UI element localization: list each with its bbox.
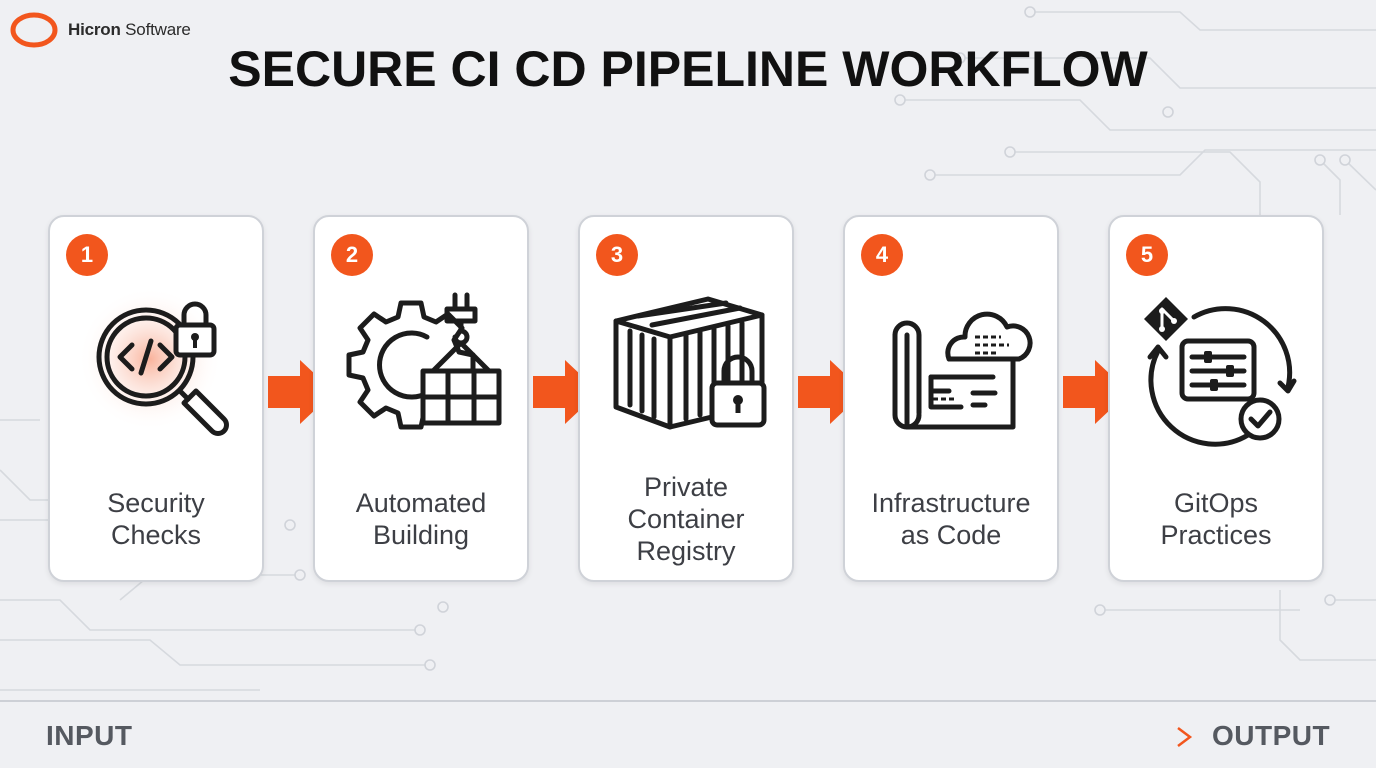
- flow-end-label: OUTPUT: [1212, 720, 1331, 751]
- hicron-logo-icon: [10, 12, 58, 48]
- flow-start-label: INPUT: [46, 720, 133, 751]
- step-number-badge: 2: [331, 234, 373, 276]
- step-number-badge: 1: [66, 234, 108, 276]
- git-cycle-check-icon: [1144, 297, 1297, 447]
- step-arrow-icon: [268, 360, 334, 424]
- step-number-badge: 5: [1126, 234, 1168, 276]
- footer-divider: [0, 700, 1376, 702]
- step-arrow-icon: [798, 360, 864, 424]
- blueprint-cloud-icon: [892, 311, 1033, 430]
- brand-logo: Hicron Software: [10, 10, 191, 50]
- step-arrow-icon: [533, 360, 599, 424]
- step-arrow-icon: [1063, 360, 1129, 424]
- step-number-badge: 4: [861, 234, 903, 276]
- step-number-badge: 3: [596, 234, 638, 276]
- flow-arrow-icon: [150, 727, 1193, 747]
- page-title: SECURE CI CD PIPELINE WORKFLOW: [228, 41, 1148, 97]
- container-lock-icon: [613, 296, 767, 430]
- magnifier-code-lock-icon: [78, 287, 229, 436]
- brand-name: Hicron Software: [68, 20, 191, 39]
- gear-crane-blocks-icon: [346, 292, 502, 430]
